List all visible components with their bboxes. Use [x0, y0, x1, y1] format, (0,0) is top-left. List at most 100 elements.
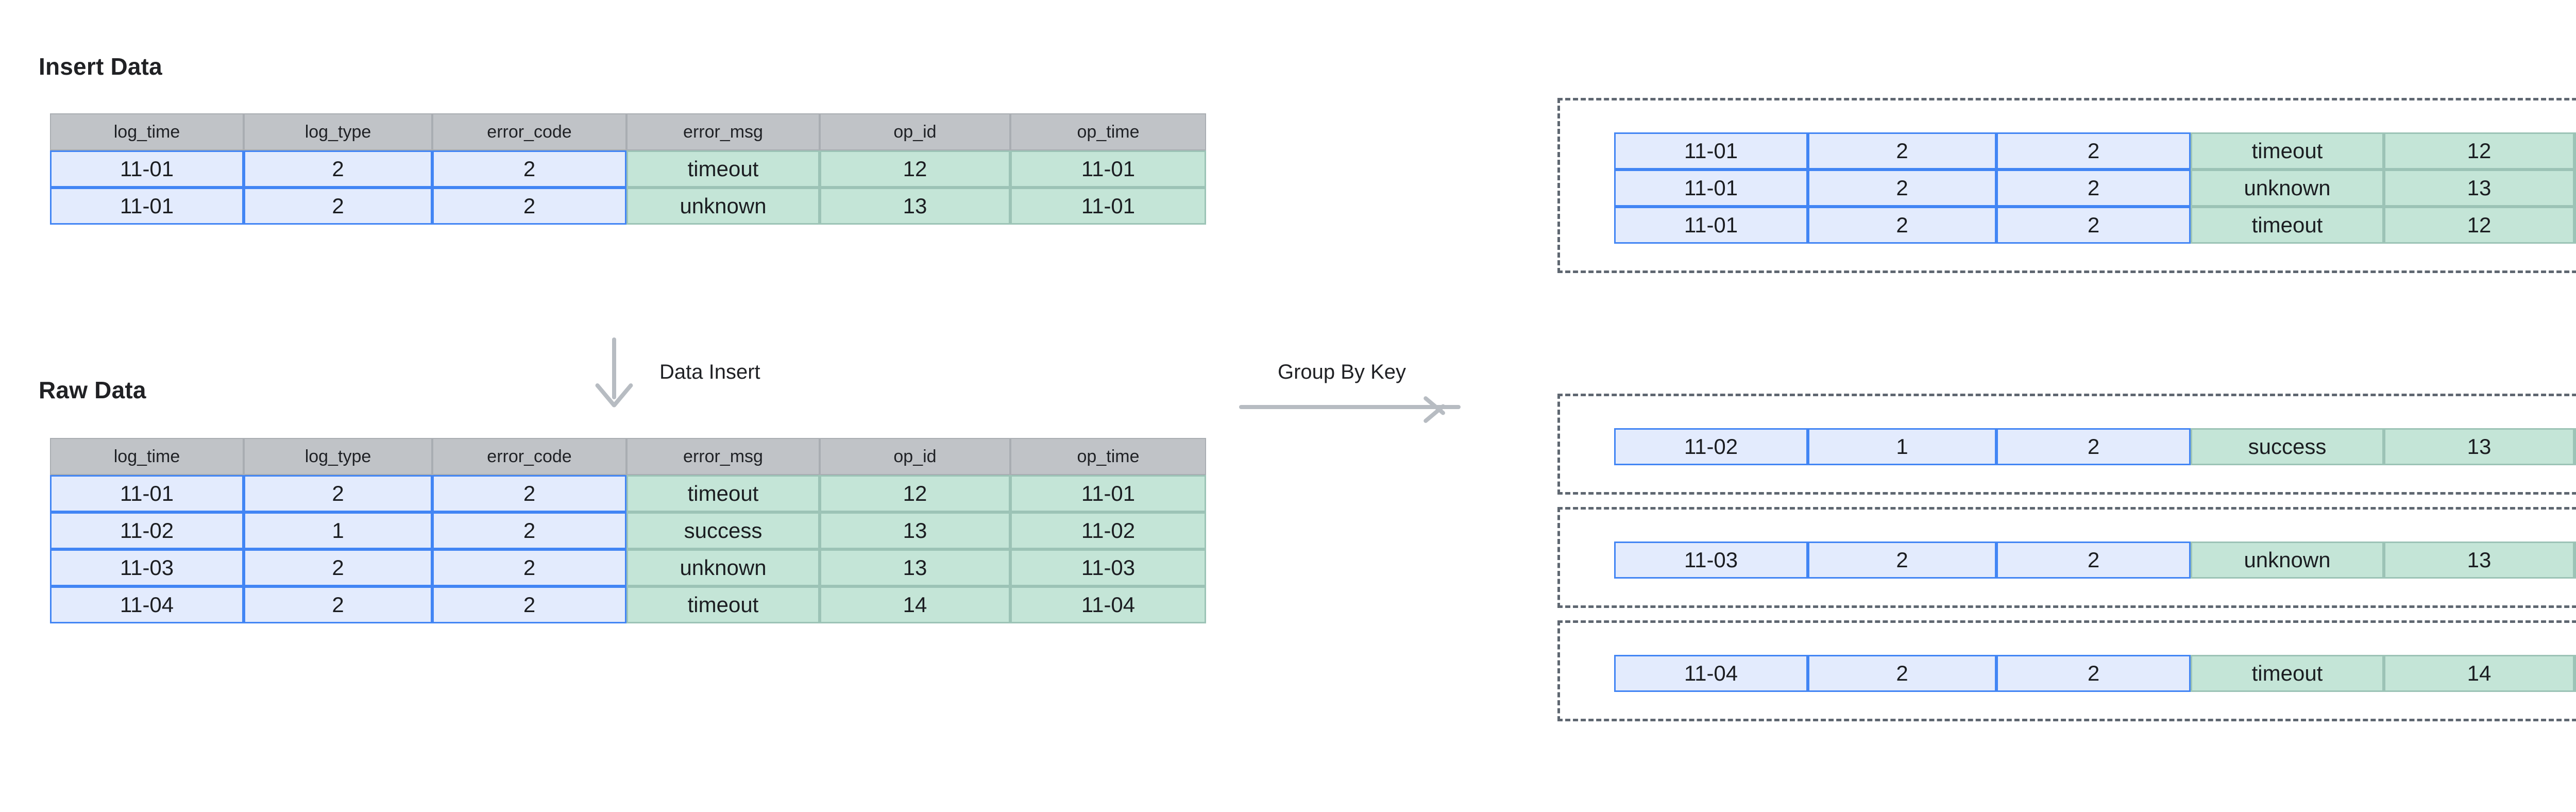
- column-header-error_code: error_code: [432, 113, 626, 150]
- green-cell: success: [626, 512, 820, 549]
- green-cell: 13: [2384, 170, 2574, 207]
- blue-cell: 2: [1996, 132, 2191, 170]
- blue-cell: 11-01: [50, 188, 244, 225]
- green-cell: 11-01: [1010, 150, 1206, 188]
- blue-cell: 2: [432, 586, 626, 623]
- green-cell: success: [2191, 428, 2384, 465]
- green-cell: unknown: [2191, 170, 2384, 207]
- column-header-op_time: op_time: [1010, 438, 1206, 475]
- blue-cell: 11-02: [1614, 428, 1808, 465]
- blue-cell: 2: [244, 549, 432, 586]
- blue-cell: 1: [244, 512, 432, 549]
- green-cell: unknown: [626, 549, 820, 586]
- blue-cell: 2: [432, 475, 626, 512]
- green-cell: unknown: [626, 188, 820, 225]
- column-header-log_type: log_type: [244, 113, 432, 150]
- blue-cell: 2: [432, 549, 626, 586]
- green-cell: 11-03: [2574, 542, 2576, 579]
- green-cell: 11-01: [2574, 207, 2576, 244]
- blue-cell: 2: [1808, 207, 1996, 244]
- blue-cell: 1: [1808, 428, 1996, 465]
- blue-cell: 2: [1996, 542, 2191, 579]
- blue-cell: 2: [1996, 655, 2191, 692]
- blue-cell: 11-01: [50, 150, 244, 188]
- column-header-error_msg: error_msg: [626, 113, 820, 150]
- blue-cell: 2: [1808, 170, 1996, 207]
- blue-cell: 2: [1996, 170, 2191, 207]
- green-cell: 11-04: [1010, 586, 1206, 623]
- green-cell: 11-02: [2574, 428, 2576, 465]
- column-header-log_time: log_time: [50, 113, 244, 150]
- blue-cell: 2: [1996, 428, 2191, 465]
- blue-cell: 2: [1808, 542, 1996, 579]
- blue-cell: 11-04: [50, 586, 244, 623]
- group-table-11-01: 11-0122timeout1211-0111-0122unknown1311-…: [1614, 132, 2576, 244]
- green-cell: 11-02: [1010, 512, 1206, 549]
- blue-cell: 11-03: [50, 549, 244, 586]
- blue-cell: 2: [244, 475, 432, 512]
- blue-cell: 2: [1996, 207, 2191, 244]
- green-cell: 11-03: [1010, 549, 1206, 586]
- green-cell: 11-04: [2574, 655, 2576, 692]
- blue-cell: 11-01: [1614, 132, 1808, 170]
- green-cell: 11-01: [2574, 132, 2576, 170]
- blue-cell: 11-02: [50, 512, 244, 549]
- insert-data-title: Insert Data: [39, 53, 162, 80]
- blue-cell: 2: [244, 586, 432, 623]
- blue-cell: 2: [432, 512, 626, 549]
- column-header-op_id: op_id: [820, 438, 1010, 475]
- column-header-error_msg: error_msg: [626, 438, 820, 475]
- green-cell: 14: [820, 586, 1010, 623]
- blue-cell: 11-03: [1614, 542, 1808, 579]
- green-cell: 13: [2384, 542, 2574, 579]
- blue-cell: 2: [244, 188, 432, 225]
- blue-cell: 11-01: [1614, 170, 1808, 207]
- green-cell: 13: [2384, 428, 2574, 465]
- green-cell: 13: [820, 188, 1010, 225]
- green-cell: 12: [2384, 207, 2574, 244]
- green-cell: 11-01: [2574, 170, 2576, 207]
- blue-cell: 11-01: [1614, 207, 1808, 244]
- blue-cell: 11-04: [1614, 655, 1808, 692]
- blue-cell: 11-01: [50, 475, 244, 512]
- blue-cell: 2: [432, 188, 626, 225]
- green-cell: timeout: [2191, 132, 2384, 170]
- column-header-error_code: error_code: [432, 438, 626, 475]
- green-cell: 12: [820, 475, 1010, 512]
- green-cell: unknown: [2191, 542, 2384, 579]
- data-insert-label: Data Insert: [659, 361, 760, 383]
- blue-cell: 2: [432, 150, 626, 188]
- green-cell: 11-01: [1010, 475, 1206, 512]
- green-cell: timeout: [626, 475, 820, 512]
- column-header-log_time: log_time: [50, 438, 244, 475]
- column-header-op_time: op_time: [1010, 113, 1206, 150]
- blue-cell: 2: [244, 150, 432, 188]
- column-header-op_id: op_id: [820, 113, 1010, 150]
- column-header-log_type: log_type: [244, 438, 432, 475]
- green-cell: timeout: [2191, 655, 2384, 692]
- green-cell: 11-01: [1010, 188, 1206, 225]
- green-cell: timeout: [626, 150, 820, 188]
- green-cell: 13: [820, 549, 1010, 586]
- green-cell: 12: [2384, 132, 2574, 170]
